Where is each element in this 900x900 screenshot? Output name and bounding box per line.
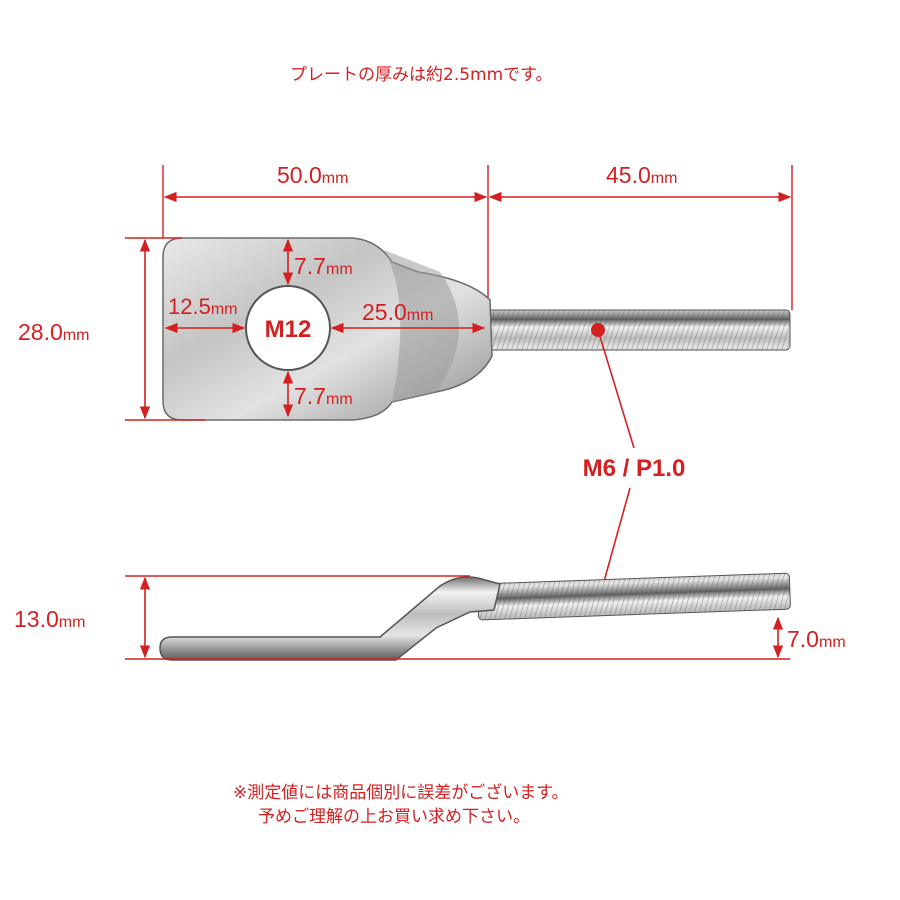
side-plate — [159, 576, 501, 661]
plate-height-label: 28.0mm — [18, 319, 89, 345]
thread-label: M6 / P1.0 — [583, 455, 686, 482]
hole-to-bottom-label: 7.7mm — [294, 383, 353, 409]
hole-label: M12 — [265, 316, 312, 343]
footer-note-line1: ※測定値には商品個別に誤差がございます。 — [233, 783, 569, 803]
top-view-bracket — [162, 237, 791, 421]
bolt-length-label: 45.0mm — [606, 162, 677, 188]
plate-thickness-note: プレートの厚みは約2.5mmです。 — [290, 65, 553, 85]
top-dimension-lines — [125, 165, 793, 421]
threaded-rod — [487, 309, 791, 351]
bolt-offset-label: 7.0mm — [787, 626, 846, 652]
side-threaded-rod — [477, 572, 791, 621]
side-view-bracket — [159, 572, 791, 661]
side-dimension-lines — [125, 575, 790, 660]
bolt-hole — [245, 285, 331, 371]
plate-width-label: 50.0mm — [277, 162, 348, 188]
footer-note-line2: 予めご理解の上お買い求め下さい。 — [258, 807, 530, 827]
hole-to-top-label: 7.7mm — [294, 253, 353, 279]
thread-marker-top — [591, 323, 605, 337]
hole-to-bend-label: 25.0mm — [362, 299, 433, 325]
total-offset-label: 13.0mm — [14, 606, 85, 632]
hole-to-left-label: 12.5mm — [168, 294, 237, 319]
